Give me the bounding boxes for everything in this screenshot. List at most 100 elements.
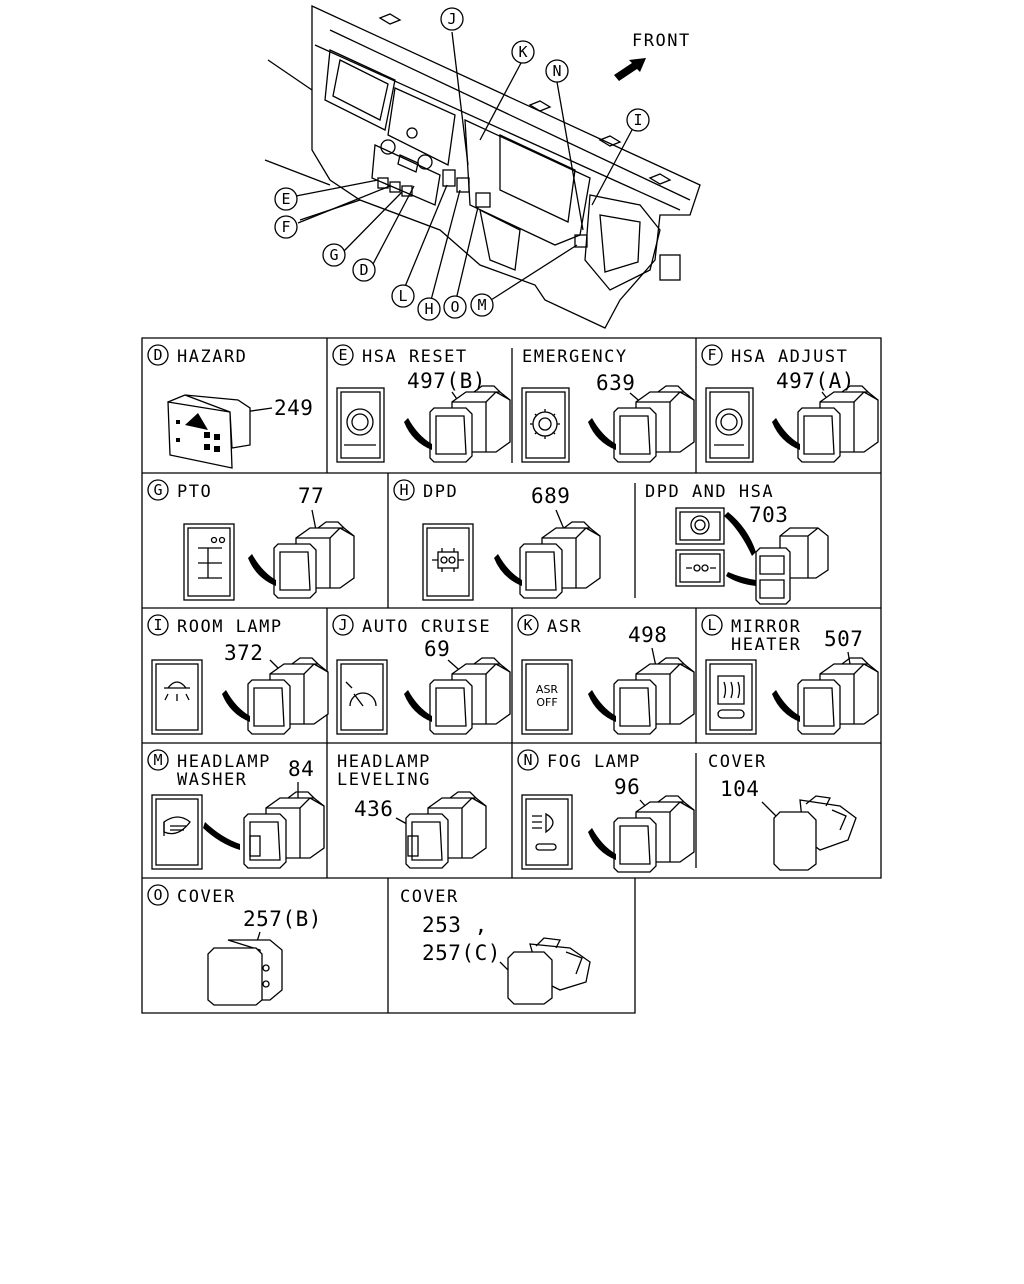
asr-icon-text-2: OFF — [536, 696, 557, 709]
svg-text:H: H — [424, 300, 433, 318]
callout-O: O — [443, 295, 467, 319]
cell-letter-O: O — [147, 884, 169, 906]
hsa-adjust-icon-panel — [705, 387, 754, 463]
svg-text:M: M — [153, 751, 162, 769]
callout-L: L — [391, 284, 415, 308]
cell-title: ROOM LAMP — [177, 617, 283, 637]
part-number: 257(B) — [243, 907, 322, 931]
part-number: 372 — [224, 641, 263, 665]
cell-hsa-adjust: F HSA ADJUST 497(A) — [701, 344, 879, 463]
cell-letter-N: N — [517, 749, 539, 771]
cell-pto: G PTO 77 — [147, 479, 355, 601]
cell-title-line2: WASHER — [177, 770, 247, 790]
part-number: 253 , — [422, 913, 488, 937]
part-number: 497(A) — [776, 369, 855, 393]
svg-text:G: G — [153, 481, 162, 499]
callout-E: E — [274, 187, 298, 211]
part-number: 77 — [298, 484, 324, 508]
cell-title-line2: LEVELING — [337, 770, 431, 790]
part-number: 689 — [531, 484, 570, 508]
svg-text:K: K — [518, 43, 527, 61]
callout-N: N — [545, 59, 569, 83]
dpd-hsa-icon-panels — [675, 507, 725, 587]
cell-letter-K: K — [517, 614, 539, 636]
cell-headlamp-leveling: HEADLAMP LEVELING 436 — [337, 752, 487, 869]
cell-title-line2: HEATER — [731, 635, 801, 655]
cell-title: HAZARD — [177, 347, 247, 367]
svg-text:L: L — [707, 616, 716, 634]
part-number: 639 — [596, 371, 635, 395]
cell-title: EMERGENCY — [522, 347, 628, 367]
cell-title: COVER — [708, 752, 767, 772]
asr-icon-text-1: ASR — [536, 683, 559, 696]
cell-dpd: H DPD 689 — [393, 479, 601, 601]
cell-mirror-heater: L MIRROR HEATER 507 — [701, 614, 879, 735]
part-number: 436 — [354, 797, 393, 821]
svg-text:D: D — [359, 261, 368, 279]
fog-lamp-icon-panel — [521, 794, 573, 870]
cell-letter-J: J — [332, 614, 354, 636]
hsa-icon-panel — [336, 387, 385, 463]
emergency-icon-panel — [521, 387, 570, 463]
front-arrow-icon — [614, 58, 646, 81]
dpd-hsa-switch-drawing — [724, 512, 829, 605]
front-indicator: FRONT — [614, 31, 689, 81]
cell-letter-D: D — [147, 344, 169, 366]
part-number: 507 — [824, 627, 863, 651]
cell-fog-lamp: N FOG LAMP 96 — [517, 749, 695, 873]
cruise-icon-panel — [336, 659, 388, 735]
cell-title: HEADLAMP — [177, 752, 271, 772]
svg-text:N: N — [552, 62, 561, 80]
cell-title: DPD — [423, 482, 458, 502]
part-number: 498 — [628, 623, 667, 647]
part-number: 703 — [749, 503, 788, 527]
callout-H: H — [417, 297, 441, 321]
cell-letter-I: I — [147, 614, 169, 636]
svg-text:I: I — [633, 111, 642, 129]
part-number-2: 257(C) — [422, 941, 501, 965]
part-number: 96 — [614, 775, 640, 799]
svg-text:J: J — [447, 10, 456, 28]
callout-group: J K N I E F G D L H O M — [274, 7, 650, 321]
callout-K: K — [511, 40, 535, 64]
callout-M: M — [470, 293, 494, 317]
svg-text:O: O — [153, 886, 162, 904]
svg-text:J: J — [338, 616, 347, 634]
cell-auto-cruise: J AUTO CRUISE 69 — [332, 614, 511, 735]
cell-letter-F: F — [701, 344, 723, 366]
svg-text:M: M — [477, 296, 486, 314]
part-number: 84 — [288, 757, 314, 781]
callout-J: J — [440, 7, 464, 31]
part-number: 104 — [720, 777, 759, 801]
svg-text:I: I — [153, 616, 162, 634]
svg-text:H: H — [399, 481, 408, 499]
mirror-heater-icon-panel — [705, 659, 757, 735]
parts-grid — [141, 337, 882, 1014]
cell-title: HEADLAMP — [337, 752, 431, 772]
cell-title: COVER — [400, 887, 459, 907]
svg-text:E: E — [338, 346, 347, 364]
part-number: 249 — [274, 396, 313, 420]
cell-title: MIRROR — [731, 617, 801, 637]
pto-icon-panel — [183, 523, 235, 601]
cell-title: ASR — [547, 617, 582, 637]
cell-room-lamp: I ROOM LAMP 372 — [147, 614, 329, 735]
cell-headlamp-washer: M HEADLAMP WASHER 84 — [147, 749, 325, 870]
cell-cover-104: COVER 104 — [708, 752, 857, 871]
hazard-switch-drawing — [167, 394, 251, 469]
cell-title: COVER — [177, 887, 236, 907]
cell-letter-L: L — [701, 614, 723, 636]
cover-253-drawing — [507, 937, 591, 1005]
asr-icon-panel: ASR OFF — [521, 659, 573, 735]
svg-text:K: K — [523, 616, 532, 634]
callout-G: G — [322, 243, 346, 267]
cell-hsa-reset: E HSA RESET 497(B) — [332, 344, 511, 463]
svg-text:D: D — [153, 346, 162, 364]
room-lamp-icon-panel — [151, 659, 203, 735]
dpd-icon-panel — [422, 523, 474, 601]
dashboard-overview — [264, 4, 701, 329]
headlamp-washer-icon-panel — [151, 794, 203, 870]
cell-title: AUTO CRUISE — [362, 617, 491, 637]
svg-text:E: E — [281, 190, 290, 208]
